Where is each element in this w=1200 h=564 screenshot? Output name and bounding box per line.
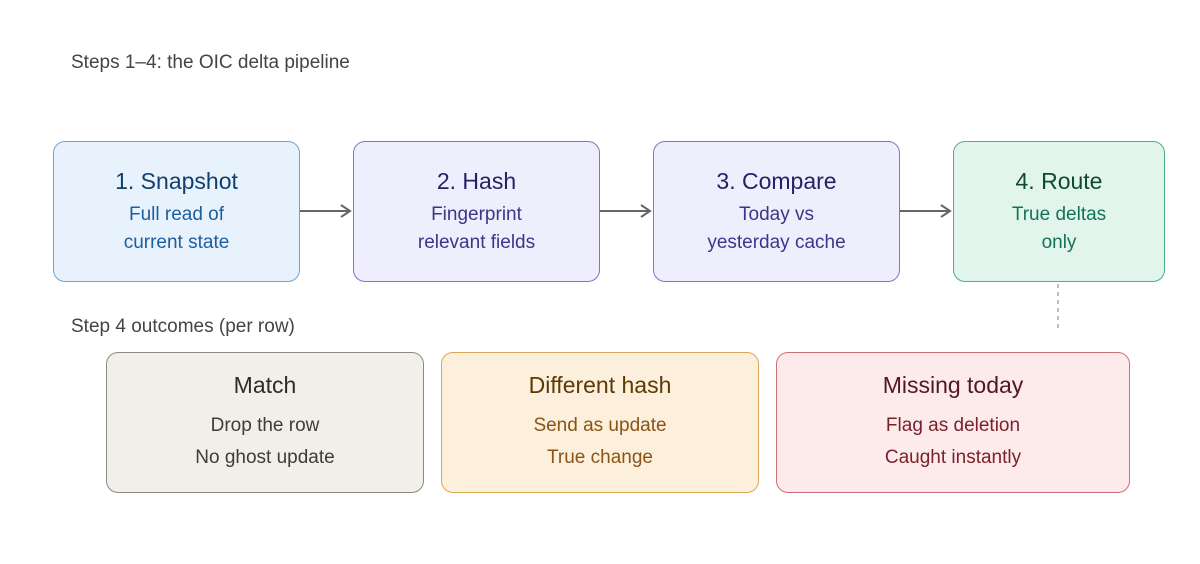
outcome-title: Different hash bbox=[528, 372, 672, 398]
step-line: current state bbox=[123, 231, 230, 253]
step-title: 2. Hash bbox=[436, 167, 517, 194]
step-compare: 3. Compare Today vs yesterday cache bbox=[653, 141, 900, 282]
step-line: True deltas bbox=[1011, 203, 1107, 225]
outcome-match: Match Drop the row No ghost update bbox=[106, 352, 424, 493]
step-title: 1. Snapshot bbox=[115, 167, 238, 194]
step-line: only bbox=[1041, 231, 1077, 253]
diagram-title: Steps 1–4: the OIC delta pipeline bbox=[71, 52, 350, 73]
outcome-line: True change bbox=[547, 447, 653, 468]
outcome-line: Flag as deletion bbox=[885, 415, 1021, 436]
outcome-title: Match bbox=[233, 372, 297, 398]
step-hash: 2. Hash Fingerprint relevant fields bbox=[353, 141, 600, 282]
step-line: Fingerprint bbox=[431, 203, 522, 225]
step-route: 4. Route True deltas only bbox=[953, 141, 1165, 282]
outcome-line: No ghost update bbox=[195, 447, 335, 468]
outcome-title: Missing today bbox=[882, 372, 1024, 398]
step-snapshot: 1. Snapshot Full read of current state bbox=[53, 141, 300, 282]
outcome-line: Send as update bbox=[533, 415, 667, 436]
outcome-missing-today: Missing today Flag as deletion Caught in… bbox=[776, 352, 1130, 493]
step-title: 3. Compare bbox=[716, 167, 837, 194]
outcome-line: Caught instantly bbox=[884, 447, 1022, 468]
step-line: relevant fields bbox=[417, 231, 536, 253]
outcome-line: Drop the row bbox=[210, 415, 320, 436]
step-line: yesterday cache bbox=[707, 231, 846, 253]
outcome-different-hash: Different hash Send as update True chang… bbox=[441, 352, 759, 493]
outcomes-heading: Step 4 outcomes (per row) bbox=[71, 316, 295, 337]
step-line: Full read of bbox=[128, 203, 225, 225]
step-line: Today vs bbox=[739, 203, 814, 225]
step-title: 4. Route bbox=[1015, 167, 1103, 194]
